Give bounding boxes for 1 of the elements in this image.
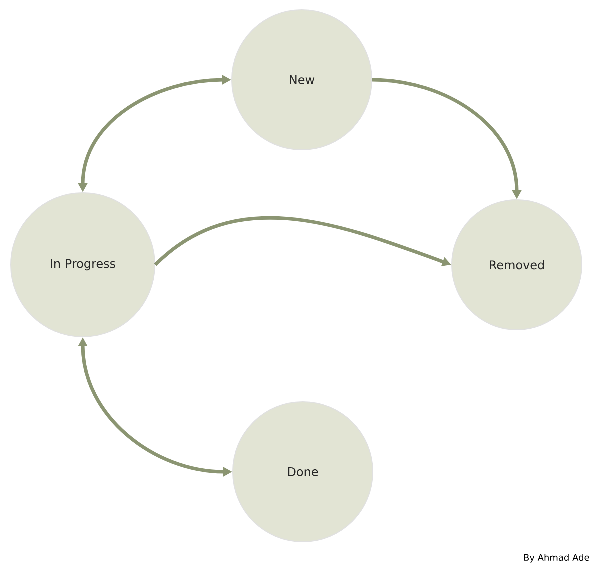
credit-text: By Ahmad Ade xyxy=(524,554,590,563)
